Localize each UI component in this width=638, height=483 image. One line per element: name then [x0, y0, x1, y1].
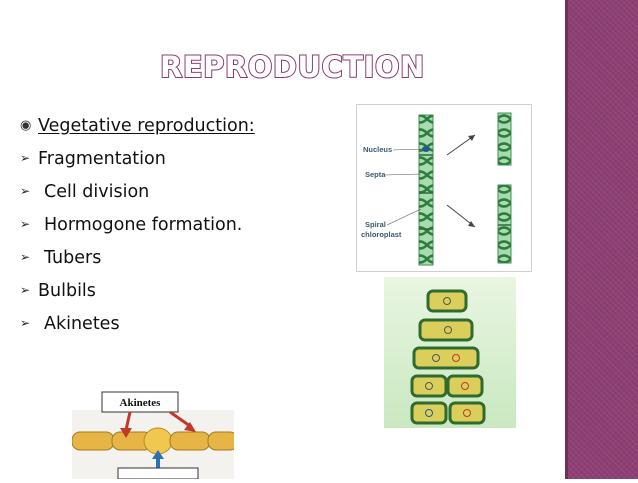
- slide-title: REPRODUCTION: [159, 49, 425, 85]
- fragment-bottom: [497, 184, 512, 264]
- bullet-item: ◉ Vegetative reproduction:: [20, 116, 255, 136]
- bullet-item: ➢ Fragmentation: [20, 149, 166, 169]
- arrow-bullet-icon: ➢: [20, 316, 31, 330]
- radio-bullet-icon: ◉: [20, 118, 32, 133]
- main-filament: [418, 114, 434, 266]
- label-spiral: Spiral: [365, 220, 386, 229]
- bullet-text: Hormogone formation.: [44, 215, 243, 235]
- bullet-text: Bulbils: [38, 281, 96, 301]
- label-nucleus: Nucleus: [363, 145, 392, 154]
- bullet-item: ➢ Bulbils: [20, 281, 96, 301]
- bullet-item: ➢ Hormogone formation.: [20, 215, 242, 235]
- bullet-text: Tubers: [44, 248, 102, 268]
- cell-stage-3: [412, 346, 480, 370]
- side-band-edge: [565, 0, 568, 479]
- arrow-bullet-icon: ➢: [20, 184, 31, 198]
- arrow-bullet-icon: ➢: [20, 283, 31, 297]
- heterocyst-label-box: [117, 467, 199, 480]
- cell-stage-5: [410, 401, 486, 425]
- arrow-bullet-icon: ➢: [20, 151, 31, 165]
- arrow-bullet-icon: ➢: [20, 217, 31, 231]
- bullet-text: Vegetative reproduction:: [38, 116, 255, 136]
- akinetes-figure: Akinetes: [71, 388, 239, 480]
- cell-division-diagram: [384, 277, 516, 428]
- cell-stage-2: [418, 318, 474, 342]
- spirogyra-diagram: Nucleus Septa Spiral chloroplast: [361, 112, 512, 266]
- akinetes-label-box: Akinetes: [101, 391, 179, 413]
- bullet-item: ➢ Akinetes: [20, 314, 120, 334]
- arrow-bullet-icon: ➢: [20, 250, 31, 264]
- fragment-top: [497, 112, 512, 166]
- red-arrow-left-icon: [120, 411, 132, 438]
- label-chloroplast: chloroplast: [361, 230, 402, 239]
- arrow-down-right-icon: [446, 204, 476, 228]
- arrow-up-right-icon: [446, 134, 476, 156]
- cell-stage-4: [410, 374, 484, 398]
- side-decor-band: [568, 0, 638, 479]
- cell-stage-1: [426, 289, 468, 313]
- bullet-text: Akinetes: [44, 314, 120, 334]
- spirogyra-fragmentation-figure: Nucleus Septa Spiral chloroplast: [356, 104, 532, 272]
- bullet-item: ➢ Tubers: [20, 248, 101, 268]
- bullet-text: Fragmentation: [38, 149, 166, 169]
- label-septa: Septa: [365, 170, 386, 179]
- akinetes-diagram: Akinetes: [71, 391, 239, 480]
- bullet-text: Cell division: [44, 182, 150, 202]
- filament-cells: [71, 427, 239, 455]
- akinetes-label: Akinetes: [120, 397, 162, 409]
- cell-division-figure: [384, 277, 516, 428]
- bullet-item: ➢ Cell division: [20, 182, 149, 202]
- red-arrow-right-icon: [169, 410, 196, 432]
